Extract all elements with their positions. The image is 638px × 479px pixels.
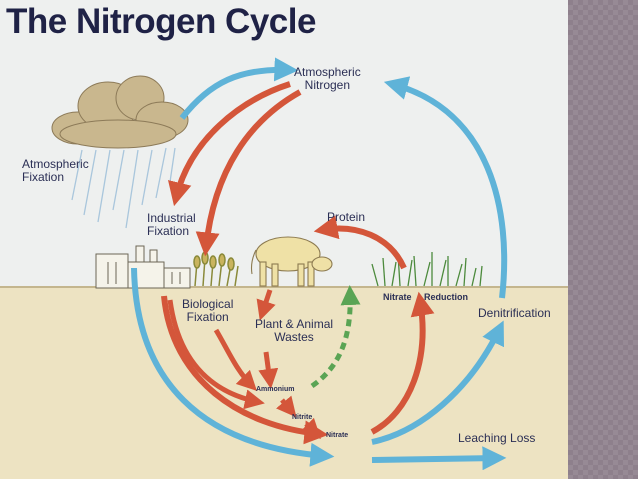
arrow-nitrate-to-plants xyxy=(370,291,435,435)
factory xyxy=(95,245,191,289)
label-denitrification: Denitrification xyxy=(478,306,551,320)
arrow-to-denitrification xyxy=(371,320,504,445)
arrow-biofix-curve xyxy=(167,299,265,410)
decorative-side-stripe xyxy=(568,0,638,479)
crop-plants xyxy=(193,251,239,287)
label-line: Industrial xyxy=(147,211,196,225)
grass-plants xyxy=(371,252,483,287)
label-protein: Protein xyxy=(327,210,366,224)
label-line: Wastes xyxy=(274,330,314,345)
arrow-industrial-to-nitrate xyxy=(161,295,329,445)
arrow-nitrite-to-nitrate xyxy=(299,417,321,439)
label-ammonium: Ammonium xyxy=(256,386,295,393)
arrow-plants-to-protein xyxy=(313,215,407,270)
arrow-leaching-loss xyxy=(371,446,507,471)
arrow-denitrification-up xyxy=(383,76,508,299)
label-nitrite: Nitrite xyxy=(292,414,313,421)
cow xyxy=(250,236,333,287)
label-leaching-loss: Leaching Loss xyxy=(458,431,536,445)
label-atmospheric-nitrogen: Atmospheric Nitrogen xyxy=(294,65,361,93)
label-word: Nitrate xyxy=(383,292,412,302)
arrow-cloud-to-atmosphere xyxy=(179,57,299,120)
label-line: Biological xyxy=(182,297,234,311)
arrow-industrial-down xyxy=(131,267,335,467)
arrow-ammonium-to-nitrite xyxy=(275,395,297,418)
label-atmospheric-fixation: Atmospheric Fixation xyxy=(22,157,89,185)
label-line: Fixation xyxy=(147,224,190,239)
label-industrial-fixation: Industrial Fixation xyxy=(147,211,196,239)
arrow-atmosphere-to-industrial xyxy=(168,81,291,207)
label-nitrate: Nitrate xyxy=(326,432,349,439)
label-line: Fixation xyxy=(186,310,229,325)
label-line: Atmospheric xyxy=(22,157,89,171)
label-plant-animal-wastes: Plant & Animal Wastes xyxy=(255,317,334,345)
label-line: Plant & Animal xyxy=(255,317,334,331)
rain-streaks xyxy=(71,147,176,229)
page-title: The Nitrogen Cycle xyxy=(6,2,316,41)
label-word: Reduction xyxy=(424,292,469,302)
label-nitrate-reduction: Nitrate Reduction xyxy=(383,292,468,302)
label-line: Fixation xyxy=(22,170,65,185)
arrow-wastes-to-ammonium xyxy=(258,351,279,389)
label-line: Nitrogen xyxy=(304,78,351,93)
arrow-atmosphere-to-crops xyxy=(195,89,302,257)
arrow-biofix-to-ammonium xyxy=(213,328,257,391)
nitrogen-cycle-diagram xyxy=(0,57,568,471)
label-biological-fixation: Biological Fixation xyxy=(182,297,234,325)
arrow-cow-to-wastes xyxy=(256,289,276,321)
storm-cloud xyxy=(51,75,189,149)
soil-layer xyxy=(0,286,568,479)
label-line: Atmospheric xyxy=(294,65,361,79)
